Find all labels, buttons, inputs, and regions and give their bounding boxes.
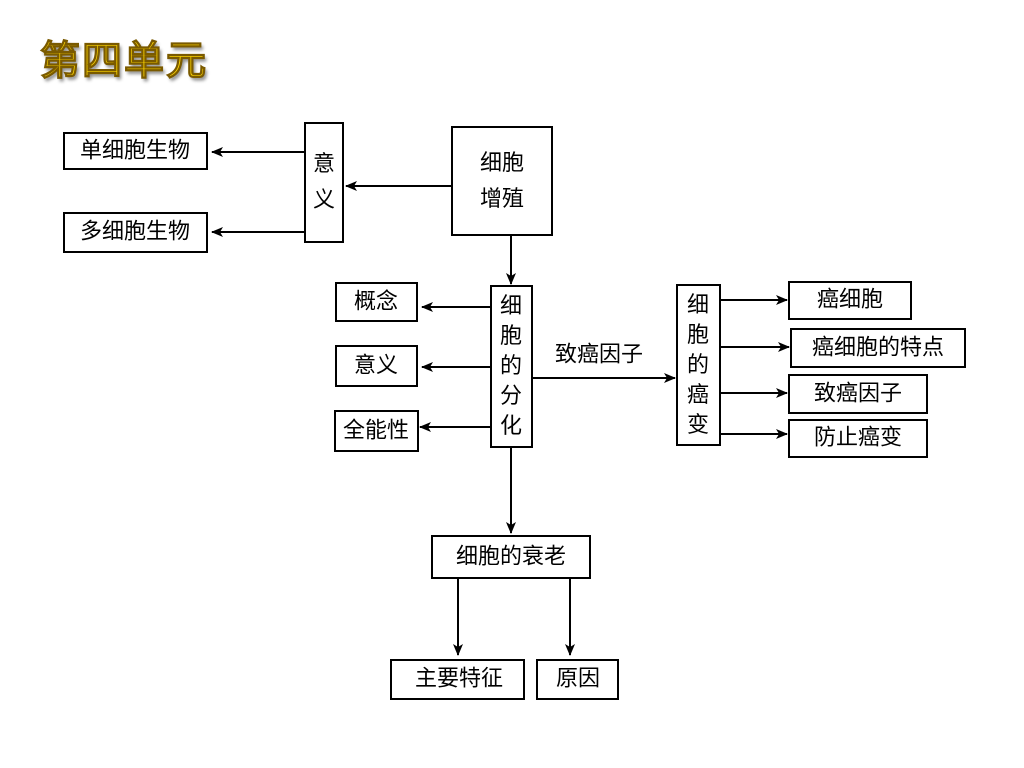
node-totipotency: 全能性 — [334, 410, 419, 452]
node-aging-label: 细胞的衰老 — [456, 545, 566, 570]
node-significance: 意义 — [304, 122, 344, 243]
node-differentiation: 细胞的分化 — [490, 285, 533, 448]
node-cancer-prevention-label: 防止癌变 — [814, 426, 902, 451]
node-cancer-transformation: 细胞的癌变 — [676, 284, 721, 446]
node-carcinogens: 致癌因子 — [788, 374, 928, 414]
node-main-features: 主要特征 — [390, 659, 525, 700]
node-diff-significance: 意义 — [335, 345, 418, 387]
node-main-features-label: 主要特征 — [415, 667, 503, 692]
node-cancer-prevention: 防止癌变 — [788, 419, 928, 458]
node-cancer-cell-features: 癌细胞的特点 — [790, 328, 966, 368]
node-unicellular-label: 单细胞生物 — [80, 139, 190, 164]
node-cancer-transformation-label: 细胞的癌变 — [687, 293, 709, 438]
node-carcinogens-label: 致癌因子 — [814, 382, 902, 407]
node-cancer-cell: 癌细胞 — [788, 281, 912, 320]
node-causes: 原因 — [536, 659, 619, 700]
node-cell-proliferation-label: 细胞增殖 — [480, 151, 524, 212]
node-causes-label: 原因 — [556, 667, 600, 692]
node-multicellular: 多细胞生物 — [63, 212, 208, 253]
connectors — [211, 147, 790, 656]
node-cancer-cell-features-label: 癌细胞的特点 — [812, 336, 944, 361]
node-cell-proliferation: 细胞增殖 — [451, 126, 553, 236]
node-significance-label: 意义 — [313, 152, 335, 213]
slide-title: 第四单元 — [40, 38, 208, 85]
node-aging: 细胞的衰老 — [431, 535, 591, 579]
node-diff-significance-label: 意义 — [354, 354, 398, 379]
node-unicellular: 单细胞生物 — [63, 132, 208, 170]
node-concept-label: 概念 — [354, 290, 398, 315]
node-differentiation-label: 细胞的分化 — [500, 294, 522, 439]
node-concept: 概念 — [335, 282, 418, 322]
node-totipotency-label: 全能性 — [343, 419, 409, 444]
node-cancer-cell-label: 癌细胞 — [817, 288, 883, 313]
node-multicellular-label: 多细胞生物 — [80, 220, 190, 245]
edge-label-carcinogen: 致癌因子 — [555, 343, 643, 368]
